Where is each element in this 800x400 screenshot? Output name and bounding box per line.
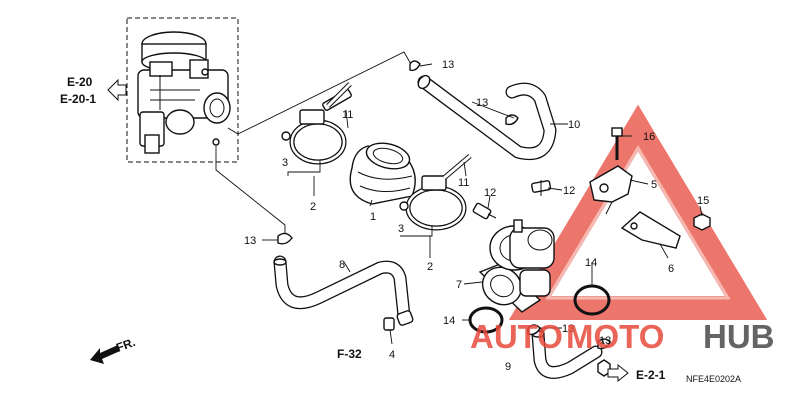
clamp-screw-11-left <box>326 82 352 108</box>
reference-e20-arrow <box>107 78 127 102</box>
label-part-13-lower: 13 <box>562 323 574 335</box>
watermark <box>508 104 768 320</box>
label-part-14-right: 14 <box>585 257 597 269</box>
label-part-11-left: 11 <box>342 109 353 121</box>
leader-lines <box>262 63 703 345</box>
clip-13-hose8 <box>277 232 293 245</box>
watermark-word-auto: AUTO <box>470 318 563 355</box>
front-direction-arrow <box>90 345 120 364</box>
part-number-labels: 1 2 2 3 3 4 5 6 7 8 9 10 11 11 12 12 13 … <box>244 59 709 373</box>
bolt-12-upper <box>531 180 552 196</box>
reference-e20: E-20 <box>67 75 93 89</box>
clip-13-lower <box>527 324 541 336</box>
label-part-13-right: 13 <box>599 335 611 347</box>
band-clamp-right <box>399 175 467 231</box>
clip-13-hose10 <box>505 114 519 126</box>
watermark-text: AUTO MOTO HUB <box>470 318 775 355</box>
label-part-11-right: 11 <box>458 177 469 189</box>
bolt-12-lower <box>472 202 497 220</box>
label-part-10: 10 <box>568 119 580 131</box>
label-part-15: 15 <box>697 195 709 207</box>
label-part-2-right: 2 <box>427 261 433 273</box>
label-part-6: 6 <box>668 263 674 275</box>
label-part-3-left: 3 <box>282 157 288 169</box>
reference-f32: F-32 <box>337 347 362 361</box>
clip-13-top <box>409 60 421 72</box>
reference-e20-1: E-20-1 <box>60 92 96 106</box>
label-part-14-left: 14 <box>443 315 455 327</box>
reference-e21-arrow <box>607 363 629 383</box>
reference-e21: E-2-1 <box>636 368 666 382</box>
drawing-code: NFE4E0202A <box>686 374 741 384</box>
label-part-2-left: 2 <box>310 201 316 213</box>
label-part-12-lower: 12 <box>484 187 496 199</box>
warning-triangle-icon <box>508 104 768 320</box>
carburetor-assembly <box>126 17 239 163</box>
intake-boot-1 <box>349 142 416 205</box>
bolt-16 <box>611 127 623 160</box>
label-part-9: 9 <box>505 361 511 373</box>
joint-7 <box>478 219 555 313</box>
clamp-screw-11-right <box>442 154 472 180</box>
front-direction-label: FR. <box>114 335 137 355</box>
label-part-12-upper: 12 <box>563 185 575 197</box>
bracket-5 <box>589 165 633 215</box>
label-part-1: 1 <box>370 211 376 223</box>
bolt-15 <box>693 213 711 231</box>
label-part-3-right: 3 <box>398 223 404 235</box>
label-part-13-top: 13 <box>442 59 454 71</box>
label-part-16: 16 <box>643 131 655 143</box>
label-part-13-hose10: 13 <box>476 97 488 109</box>
clip-4 <box>383 317 395 331</box>
hose-10 <box>417 74 557 161</box>
hose-8 <box>273 255 414 326</box>
watermark-word-hub: HUB <box>703 318 775 355</box>
label-part-8: 8 <box>339 259 345 271</box>
label-part-7: 7 <box>456 279 462 291</box>
watermark-word-moto: MOTO <box>566 318 664 355</box>
label-part-13-hose8: 13 <box>244 235 256 247</box>
label-part-4: 4 <box>389 349 395 361</box>
stay-6 <box>620 211 681 249</box>
label-part-5: 5 <box>651 179 657 191</box>
band-clamp-left <box>281 89 352 165</box>
